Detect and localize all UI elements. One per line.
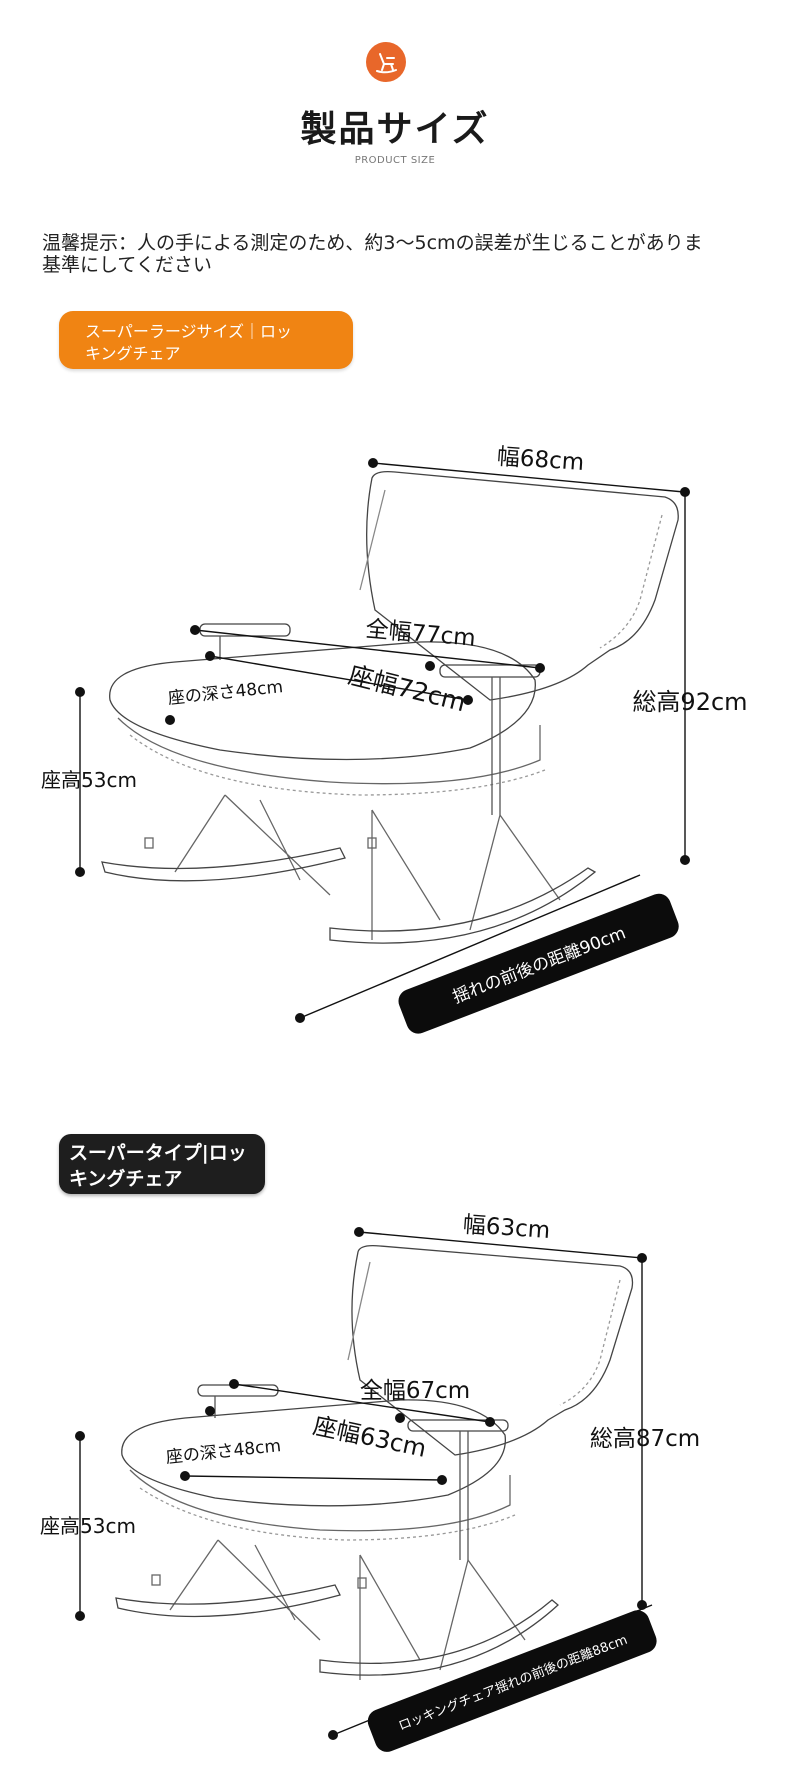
measurement-notice: 温馨提示：人の手による測定のため、約3～5cmの誤差が生じることがありま 基準に…	[42, 232, 790, 276]
seat-width-line	[209, 655, 469, 701]
dim-total-height: 総高92cm	[632, 688, 747, 716]
notice-line-2: 基準にしてください	[42, 254, 212, 276]
section-label-large-line-2: キングチェア	[85, 344, 181, 363]
section-label-super-line-1: スーパータイプ|ロッ	[69, 1142, 247, 1164]
dimension-dots-super	[75, 1227, 647, 1740]
rocker-length-badge-large: 揺れの前後の距離90cm	[398, 893, 679, 1034]
chair-illustration-large	[101, 470, 679, 944]
page-title: 製品サイズ	[300, 109, 490, 150]
section-label-super: スーパータイプ|ロッ キングチェア	[59, 1134, 265, 1194]
section-label-large: スーパーラージサイズ｜ロッ キングチェア	[59, 311, 353, 369]
dimension-lines-large	[79, 462, 686, 1019]
dim-seat-width: 座幅63cm	[310, 1412, 428, 1463]
section-label-super-line-2: キングチェア	[69, 1168, 183, 1190]
chair-diagram-super: 幅63cm 全幅67cm 座幅63cm 座の深さ48cm 総高87cm 座高53…	[40, 1212, 700, 1752]
dim-seat-depth: 座の深さ48cm	[165, 1436, 282, 1468]
width-line	[372, 462, 685, 493]
dim-seat-depth: 座の深さ48cm	[167, 677, 284, 709]
dim-rocker-length: ロッキングチェア揺れの前後の距離88cm	[396, 1632, 629, 1734]
chair-diagram-large: 幅68cm 全幅77cm 座幅72cm 座の深さ48cm 総高92cm 座高53…	[41, 444, 748, 1034]
dim-width: 幅63cm	[462, 1212, 551, 1244]
rocking-chair-icon	[366, 42, 406, 82]
dim-total-height: 総高87cm	[590, 1426, 700, 1452]
dim-seat-height: 座高53cm	[40, 1514, 136, 1538]
dim-width: 幅68cm	[496, 444, 585, 476]
dim-total-width: 全幅67cm	[360, 1378, 470, 1404]
dimension-dots-large	[75, 458, 690, 1023]
total-width-line	[194, 629, 541, 669]
seat-width-line	[184, 1475, 443, 1481]
dim-total-width: 全幅77cm	[365, 616, 477, 652]
rocker-length-line	[299, 874, 641, 1019]
width-line	[358, 1231, 643, 1259]
total-width-line	[233, 1383, 491, 1423]
section-label-large-line-1: スーパーラージサイズ｜ロッ	[85, 322, 293, 341]
notice-line-1: 温馨提示：人の手による測定のため、約3～5cmの誤差が生じることがありま	[42, 232, 703, 254]
dim-seat-height: 座高53cm	[41, 768, 137, 792]
rocker-length-badge-super: ロッキングチェア揺れの前後の距離88cm	[367, 1610, 657, 1752]
page-subtitle: PRODUCT SIZE	[354, 155, 436, 166]
